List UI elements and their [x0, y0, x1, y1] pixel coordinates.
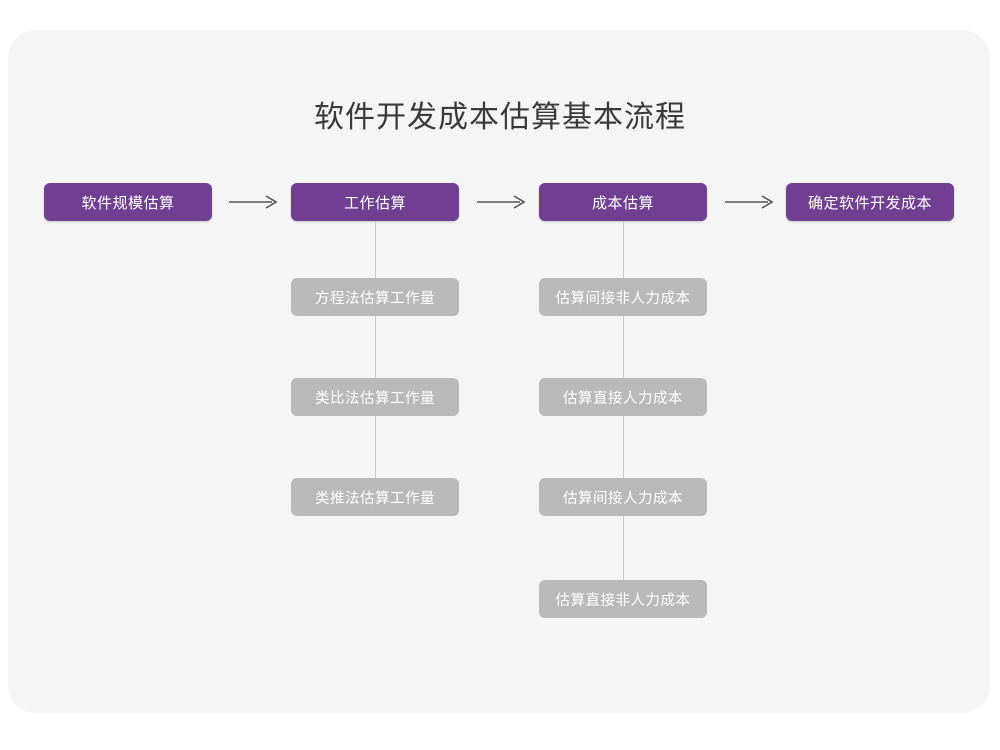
connector-line-step-3-c [623, 416, 624, 478]
flow-node-step-4[interactable]: 确定软件开发成本 [786, 183, 954, 221]
connector-line-step-2-b [375, 316, 376, 378]
flow-node-step-1[interactable]: 软件规模估算 [44, 183, 212, 221]
flow-node-label: 估算间接非人力成本 [555, 290, 691, 307]
flow-node-step-3-sub-2[interactable]: 估算直接人力成本 [539, 378, 707, 416]
arrow-right-icon-3 [724, 190, 776, 214]
page-title: 软件开发成本估算基本流程 [314, 101, 686, 134]
connector-line-step-3-d [623, 516, 624, 580]
connector-line-step-3-b [623, 316, 624, 378]
flow-node-label: 类比法估算工作量 [315, 390, 435, 407]
flow-node-label: 方程法估算工作量 [315, 290, 435, 307]
flow-node-label: 工作估算 [343, 194, 406, 212]
diagram-card [8, 30, 990, 713]
flow-node-step-2-sub-1[interactable]: 方程法估算工作量 [291, 278, 459, 316]
flow-node-label: 估算间接人力成本 [563, 490, 683, 507]
flow-node-label: 成本估算 [591, 194, 654, 212]
flow-node-label: 估算直接非人力成本 [555, 592, 691, 609]
connector-line-step-2-a [375, 221, 376, 278]
flow-node-step-2-sub-2[interactable]: 类比法估算工作量 [291, 378, 459, 416]
connector-line-step-3-a [623, 221, 624, 278]
flow-node-label: 类推法估算工作量 [315, 490, 435, 507]
flow-node-step-3[interactable]: 成本估算 [539, 183, 707, 221]
flow-node-step-3-sub-1[interactable]: 估算间接非人力成本 [539, 278, 707, 316]
arrow-right-icon-2 [476, 190, 528, 214]
flow-node-label: 估算直接人力成本 [563, 390, 683, 407]
flow-node-label: 软件规模估算 [81, 194, 175, 212]
flow-node-step-2-sub-3[interactable]: 类推法估算工作量 [291, 478, 459, 516]
flow-node-step-3-sub-4[interactable]: 估算直接非人力成本 [539, 580, 707, 618]
flow-node-step-2[interactable]: 工作估算 [291, 183, 459, 221]
arrow-right-icon-1 [228, 190, 280, 214]
flow-node-label: 确定软件开发成本 [807, 194, 932, 212]
flow-node-step-3-sub-3[interactable]: 估算间接人力成本 [539, 478, 707, 516]
connector-line-step-2-c [375, 416, 376, 478]
